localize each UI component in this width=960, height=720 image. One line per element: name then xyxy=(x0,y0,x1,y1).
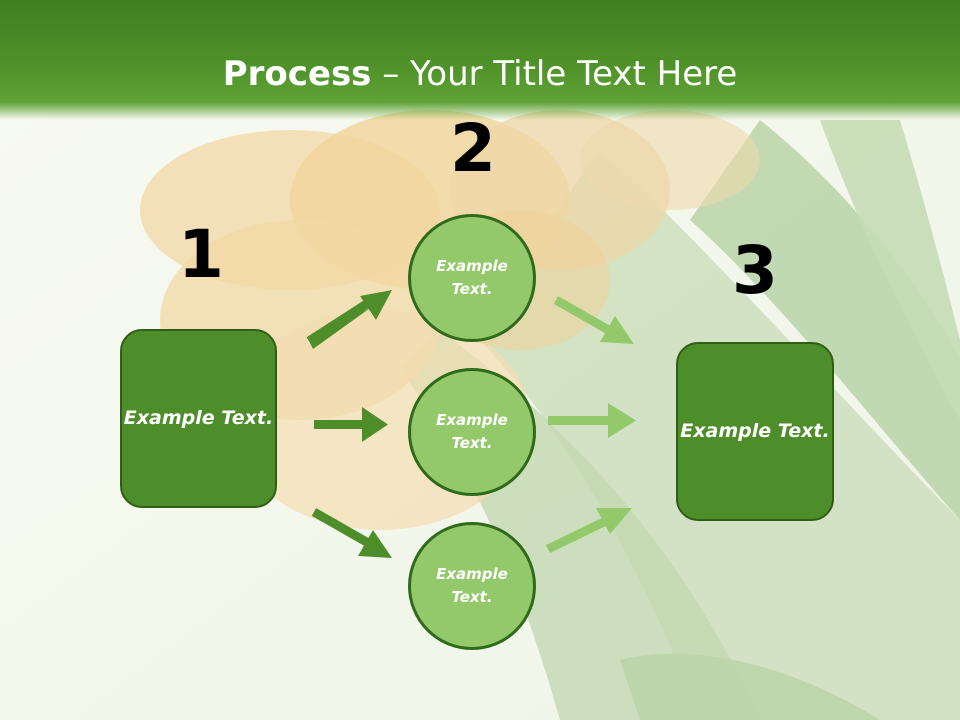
circle-node-bottom: Example Text. xyxy=(408,522,536,650)
right-box-text: Example Text. xyxy=(680,420,830,442)
step-number-2: 2 xyxy=(450,110,496,187)
circle-bottom-text: Example Text. xyxy=(436,565,508,606)
header-bar xyxy=(0,0,960,120)
circle-top-text: Example Text. xyxy=(436,257,508,298)
arrow-left-to-top xyxy=(306,290,392,349)
left-step-box: Example Text. xyxy=(120,329,277,508)
right-step-box: Example Text. xyxy=(676,342,834,521)
arrow-top-to-right xyxy=(553,296,634,344)
circle-middle-text: Example Text. xyxy=(436,411,508,452)
slide-title: Process – Your Title Text Here xyxy=(0,52,960,96)
title-rest-part: – Your Title Text Here xyxy=(371,54,738,94)
step-number-3: 3 xyxy=(732,232,778,309)
step-number-1: 1 xyxy=(178,216,224,293)
left-box-text: Example Text. xyxy=(123,407,274,429)
circle-node-middle: Example Text. xyxy=(408,368,536,496)
title-bold-part: Process xyxy=(222,54,372,94)
circle-node-top: Example Text. xyxy=(408,214,536,342)
arrow-left-to-middle xyxy=(314,407,388,442)
arrow-left-to-bottom xyxy=(311,508,392,558)
arrow-middle-to-right xyxy=(548,403,636,438)
arrow-bottom-to-right xyxy=(546,508,632,554)
